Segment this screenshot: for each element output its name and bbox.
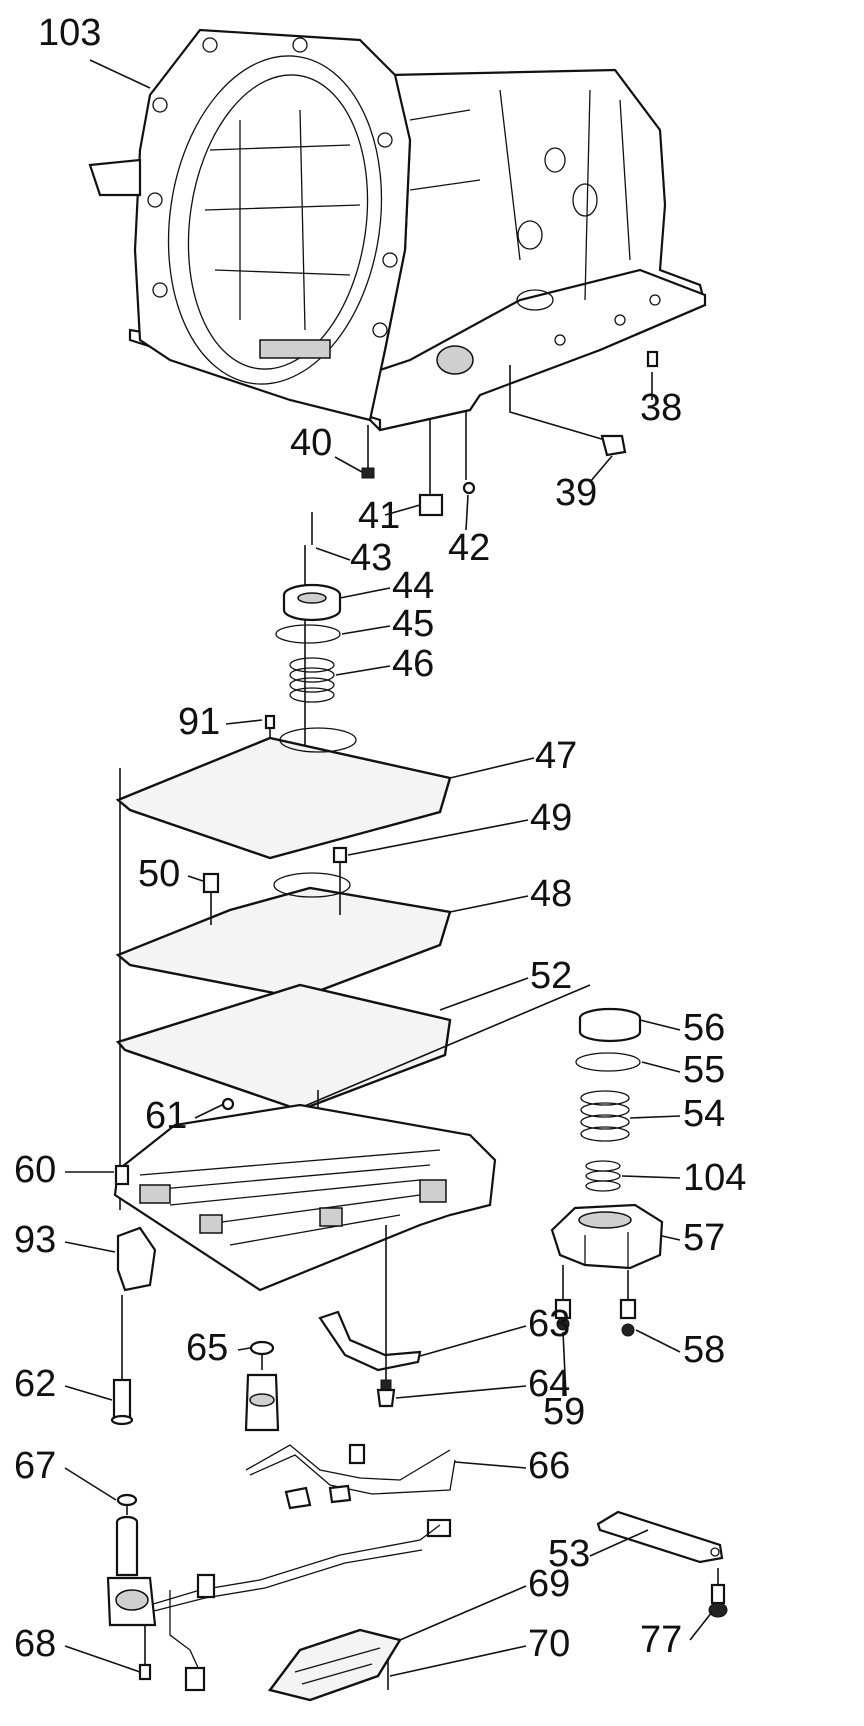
callout-49: 49 xyxy=(530,797,572,839)
callout-63: 63 xyxy=(528,1303,570,1345)
callout-39: 39 xyxy=(555,472,597,514)
callout-56: 56 xyxy=(683,1007,725,1049)
callout-58: 58 xyxy=(683,1329,725,1371)
callout-65: 65 xyxy=(186,1327,228,1369)
callout-68: 68 xyxy=(14,1623,56,1665)
callout-42: 42 xyxy=(448,527,490,569)
accumulator-stack xyxy=(264,545,342,752)
callout-60: 60 xyxy=(14,1149,56,1191)
callout-55: 55 xyxy=(683,1049,725,1091)
callout-59: 59 xyxy=(543,1391,585,1433)
callout-93: 93 xyxy=(14,1219,56,1261)
callout-47: 47 xyxy=(535,735,577,777)
callout-45: 45 xyxy=(392,603,434,645)
callout-64: 64 xyxy=(528,1363,570,1405)
callout-50: 50 xyxy=(138,853,180,895)
callout-38: 38 xyxy=(640,387,682,429)
callout-41: 41 xyxy=(358,495,400,537)
callout-91: 91 xyxy=(178,701,220,743)
callout-70: 70 xyxy=(528,1623,570,1665)
callout-57: 57 xyxy=(683,1217,725,1259)
spacer-plates xyxy=(115,727,591,1210)
callout-77: 77 xyxy=(640,1619,682,1661)
callout-67: 67 xyxy=(14,1445,56,1487)
callout-43: 43 xyxy=(350,537,392,579)
servo-stack xyxy=(550,1007,664,1337)
callout-48: 48 xyxy=(530,873,572,915)
callout-69: 69 xyxy=(528,1563,570,1605)
callout-54: 54 xyxy=(683,1093,725,1135)
callout-103: 103 xyxy=(38,12,101,54)
callout-104: 104 xyxy=(683,1157,746,1199)
callout-52: 52 xyxy=(530,955,572,997)
callout-46: 46 xyxy=(392,643,434,685)
callout-61: 61 xyxy=(145,1095,187,1137)
case-fasteners xyxy=(311,350,659,545)
callout-53: 53 xyxy=(548,1533,590,1575)
callout-40: 40 xyxy=(290,422,332,464)
callout-62: 62 xyxy=(14,1363,56,1405)
callout-66: 66 xyxy=(528,1445,570,1487)
transmission-case xyxy=(88,28,707,432)
leader-lines xyxy=(64,59,713,1677)
lower-parts xyxy=(106,1225,728,1702)
callout-44: 44 xyxy=(392,565,434,607)
valve-body xyxy=(110,1103,497,1426)
